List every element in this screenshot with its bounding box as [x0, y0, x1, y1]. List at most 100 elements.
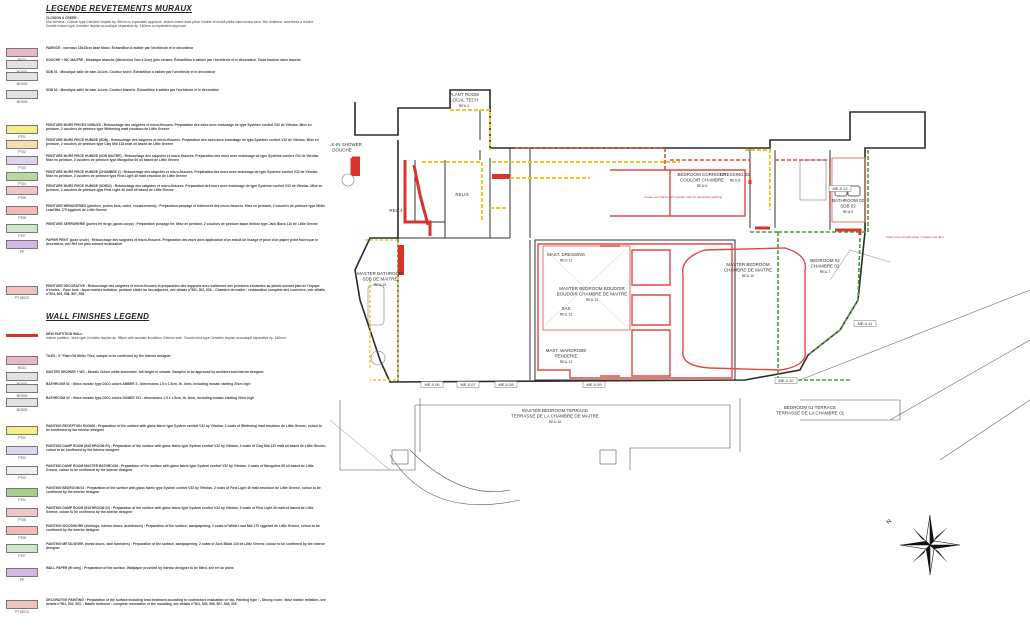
- legend-en-text: NEW PARTITION WALL:Interior partition : …: [46, 332, 286, 341]
- legend-fr-swatch: [6, 224, 38, 233]
- legend-en-swatch: [6, 488, 38, 497]
- legend-fr-text: CLOISON A CREER :Mur intérieur : Cloison…: [46, 16, 316, 29]
- legend-en-swatch: [6, 398, 38, 407]
- room-label: BEDROOM 02: [810, 258, 840, 263]
- legend-en-code: MOS03: [16, 408, 28, 412]
- legend-en-code: PT02: [18, 456, 26, 460]
- legend-fr-code: MOS02: [16, 82, 28, 86]
- legend-fr-swatch: [6, 286, 38, 295]
- room-ref: REU.2: [459, 104, 470, 108]
- legend-en-text: PAINTING BEDROOM 02 : Preparation of the…: [46, 486, 321, 495]
- legend-panel: LEGENDE REVETEMENTS MURAUX CLOISON A CRE…: [0, 0, 330, 629]
- room-label: DOUCHE: [332, 148, 352, 153]
- legend-fr-swatch: [6, 140, 38, 149]
- north-arrow-icon: N: [886, 514, 961, 576]
- legend-fr-swatch: [6, 72, 38, 81]
- legend-en-swatch: [6, 526, 38, 535]
- legend-en-text: PAINTING RECEPTION ROOMS : Preparation o…: [46, 424, 322, 433]
- tag-label: ME-0.09: [586, 382, 602, 387]
- legend-fr-swatch: [6, 156, 38, 165]
- legend-en-swatch: [6, 426, 38, 435]
- room-ref: REU.16: [549, 420, 562, 424]
- room-ref: REU.9: [843, 210, 854, 214]
- building-outline: [354, 89, 926, 383]
- tag-label: ME-0.11: [858, 321, 874, 326]
- legend-fr-code: PT02: [18, 150, 26, 154]
- legend-en-swatch: [6, 446, 38, 455]
- room-ref: REU.11: [560, 259, 572, 263]
- tag-label: ME-0.07: [460, 382, 476, 387]
- legend-fr-code: PT03: [18, 166, 26, 170]
- legend-en-text: PAINTING DAMP ROOM (BATHROOM 02) : Prepa…: [46, 506, 314, 515]
- bath-note: Créer une nouvelle porte / Create new do…: [886, 235, 944, 239]
- legend-fr-swatch: [6, 90, 38, 99]
- room-label: DRESSING 02: [720, 172, 750, 177]
- svg-text:N: N: [886, 519, 893, 526]
- legend-fr-code: PT05: [18, 196, 26, 200]
- tag-box: [494, 381, 518, 388]
- room-label: TERRASSE DE LA CHAMBRE 01: [776, 411, 845, 416]
- legend-en-code: PT06: [18, 536, 26, 540]
- interior-walls: [398, 110, 831, 381]
- legend-fr-text: PEINTURE MENUISERIES (plinthes, portes b…: [46, 204, 326, 213]
- legend-en-swatch: [6, 334, 38, 337]
- legend-fr-swatch: [6, 172, 38, 181]
- room-label: BATHROOM 02: [832, 198, 864, 203]
- legend-en-code: PT04: [18, 498, 26, 502]
- legend-fr-text: SDB 01 : Mosaïque salle de bain 1x1cm. C…: [46, 70, 216, 74]
- legend-en-text: PAINTING DAMP ROOM MASTER BATHROOM : Pre…: [46, 464, 314, 473]
- corridor-note: Create new frame with wooden rods for de…: [644, 195, 723, 199]
- legend-fr-text: DOUCHE + WC MAITRE : Mosaïque blanche (d…: [46, 58, 302, 62]
- legend-fr-text: SDB 02 : Mosaïque salle de bain 1x1cm. C…: [46, 88, 219, 92]
- room-label: PLANT ROOM: [449, 92, 479, 97]
- legend-en-swatch: [6, 508, 38, 517]
- room-label: BEDROOM CORRIDOR: [677, 172, 727, 177]
- tag-label: ME-0.08: [498, 382, 514, 387]
- legend-en-swatch: [6, 600, 38, 609]
- room-label: MASTER BEDROOM: [726, 262, 770, 267]
- room-label: MAST. WARDROBE: [546, 348, 587, 353]
- room-label: MASTER BATHROOM: [357, 271, 403, 276]
- legend-fr-code: PT06: [18, 216, 26, 220]
- legend-fr-code: PT07: [18, 234, 26, 238]
- legend-fr-text: FAIENCE : carreaux 15x15cm base blanc. É…: [46, 46, 194, 50]
- legend-fr-code: PT01: [18, 135, 26, 139]
- legend-fr-swatch: [6, 240, 38, 249]
- room-label: TERRASSE DE LA CHAMBRE DE MAITRE: [511, 414, 599, 419]
- legend-fr-text: PEINTURE MURS PIECE HUMIDE (SDB MAITRE) …: [46, 154, 320, 163]
- legend-fr-code: PT04: [18, 182, 26, 186]
- tag-box: [582, 381, 606, 388]
- tag-label: ME-0.06: [424, 382, 440, 387]
- tag-label: ME-0.12: [832, 186, 848, 191]
- legend-en-code: PT05: [18, 518, 26, 522]
- room-label: SDB DE MAITRE: [362, 277, 397, 282]
- legend-en-text: PAINTING WOODWORK (skirtings, interior d…: [46, 524, 320, 533]
- room-label: CHAMBRE DE MAITRE: [724, 268, 772, 273]
- room-label: REU.5: [455, 192, 469, 197]
- legend-en-swatch: [6, 568, 38, 577]
- legend-en-swatch: [6, 384, 38, 393]
- legend-fr-code: PT DECO: [14, 296, 30, 300]
- room-ref: REU.13: [560, 360, 573, 364]
- legend-en-code: PT07: [18, 554, 26, 558]
- legend-fr-swatch: [6, 48, 38, 57]
- room-label: SAS: [561, 306, 570, 311]
- legend-fr-swatch: [6, 186, 38, 195]
- context-lines: [329, 249, 1030, 471]
- room-label: CHAMBRE 02: [811, 264, 840, 269]
- room-label: MASTER BEDROOM TERRACE: [522, 408, 588, 413]
- legend-en-text: PAINTING METALWORK (metal doors, stair b…: [46, 542, 325, 551]
- legend-en-code: MOS02: [16, 394, 28, 398]
- room-label: BOUDOIR CHAMBRE DE MAITRE: [557, 292, 628, 297]
- room-ref: REU.10: [742, 274, 755, 278]
- legend-en-code: PP: [19, 578, 25, 582]
- legend-en-swatch: [6, 372, 38, 381]
- new-partition-walls: [350, 156, 862, 270]
- terrace-outline: [339, 398, 901, 506]
- legend-en-text: BATHROOM 01 : Glass mosaic type DICO col…: [46, 382, 251, 386]
- room-label: REU.4: [389, 208, 403, 213]
